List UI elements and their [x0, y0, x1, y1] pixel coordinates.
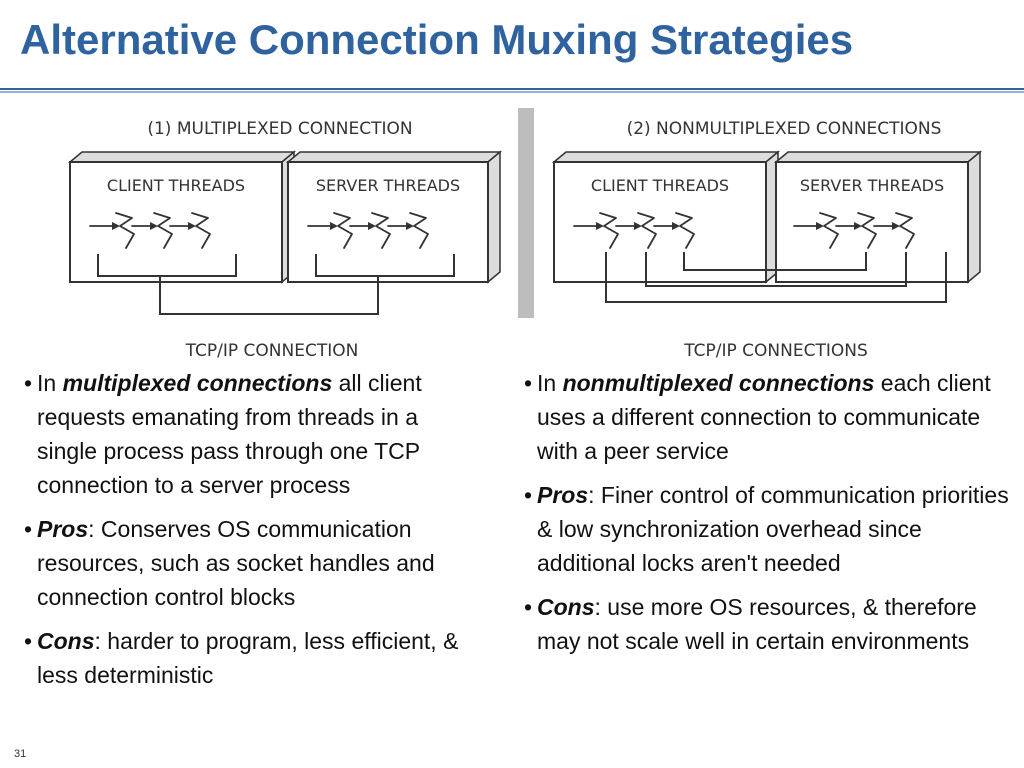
- bullet-text-body: : Conserves OS communication resources, …: [37, 516, 435, 610]
- bullet-multiplexed-definition: • In multiplexed connections all client …: [24, 366, 464, 502]
- bullet-text-pre: In: [537, 370, 563, 396]
- bullet-dot: •: [524, 594, 533, 620]
- right-server-label: SERVER THREADS: [800, 176, 944, 195]
- nonmultiplexed-connection-label: TCP/IP CONNECTIONS: [683, 341, 868, 361]
- slide-number: 31: [14, 748, 27, 760]
- left-client-label: CLIENT THREADS: [107, 176, 245, 195]
- diagram-divider: [518, 108, 534, 318]
- bullet-text-body: : use more OS resources, & therefore may…: [537, 594, 977, 654]
- bullet-text-emphasis: Cons: [537, 594, 595, 620]
- diagram-svg: (1) MULTIPLEXED CONNECTION CLIENT THREAD…: [67, 108, 983, 361]
- bullet-multiplexed-pros: • Pros: Conserves OS communication resou…: [24, 512, 464, 614]
- bullet-text-pre: In: [37, 370, 63, 396]
- bullet-text-emphasis: Pros: [37, 516, 89, 542]
- right-client-label: CLIENT THREADS: [591, 176, 729, 195]
- nonmultiplexed-connection-lines: [605, 252, 947, 303]
- left-server-label: SERVER THREADS: [316, 176, 460, 195]
- multiplexed-heading: (1) MULTIPLEXED CONNECTION: [147, 119, 412, 139]
- bullet-nonmultiplexed-cons: • Cons: use more OS resources, & therefo…: [524, 590, 1014, 658]
- nonmultiplexed-bullets: • In nonmultiplexed connections each cli…: [524, 366, 1014, 658]
- nonmultiplexed-diagram: (2) NONMULTIPLEXED CONNECTIONS CLIENT TH…: [551, 119, 983, 361]
- bullet-dot: •: [24, 370, 33, 396]
- bullet-text-emphasis: Pros: [537, 482, 589, 508]
- bullet-text-body: all client requests emanating from threa…: [37, 370, 422, 498]
- right-server-box: SERVER THREADS: [773, 150, 983, 284]
- bullet-dot: •: [24, 628, 33, 654]
- bullet-text-emphasis: Cons: [37, 628, 95, 654]
- multiplexed-bullets: • In multiplexed connections all client …: [24, 366, 464, 692]
- multiplexed-connection-label: TCP/IP CONNECTION: [185, 341, 359, 361]
- bullet-text-body: each client uses a different connection …: [537, 370, 991, 464]
- multiplexed-diagram: (1) MULTIPLEXED CONNECTION CLIENT THREAD…: [67, 119, 503, 361]
- bullet-text-body: : harder to program, less efficient, & l…: [37, 628, 459, 688]
- nonmultiplexed-heading: (2) NONMULTIPLEXED CONNECTIONS: [627, 119, 942, 139]
- bullet-nonmultiplexed-definition: • In nonmultiplexed connections each cli…: [524, 366, 1014, 468]
- left-server-box: SERVER THREADS: [285, 150, 503, 284]
- bullet-text-body: : Finer control of communication priorit…: [537, 482, 1009, 576]
- bullet-dot: •: [524, 370, 533, 396]
- bullet-nonmultiplexed-pros: • Pros: Finer control of communication p…: [524, 478, 1014, 580]
- slide-title: Alternative Connection Muxing Strategies: [20, 16, 854, 63]
- bullet-dot: •: [524, 482, 533, 508]
- right-client-box: CLIENT THREADS: [551, 150, 781, 284]
- bullet-multiplexed-cons: • Cons: harder to program, less efficien…: [24, 624, 464, 692]
- bullet-text-emphasis: nonmultiplexed connections: [562, 370, 875, 396]
- connection-diagram: (1) MULTIPLEXED CONNECTION CLIENT THREAD…: [60, 106, 1000, 364]
- bullet-text-emphasis: multiplexed connections: [62, 370, 333, 396]
- bullet-dot: •: [24, 516, 33, 542]
- multiplexed-connection-line: [97, 254, 455, 315]
- title-underline: [0, 88, 1024, 93]
- left-client-box: CLIENT THREADS: [67, 150, 297, 284]
